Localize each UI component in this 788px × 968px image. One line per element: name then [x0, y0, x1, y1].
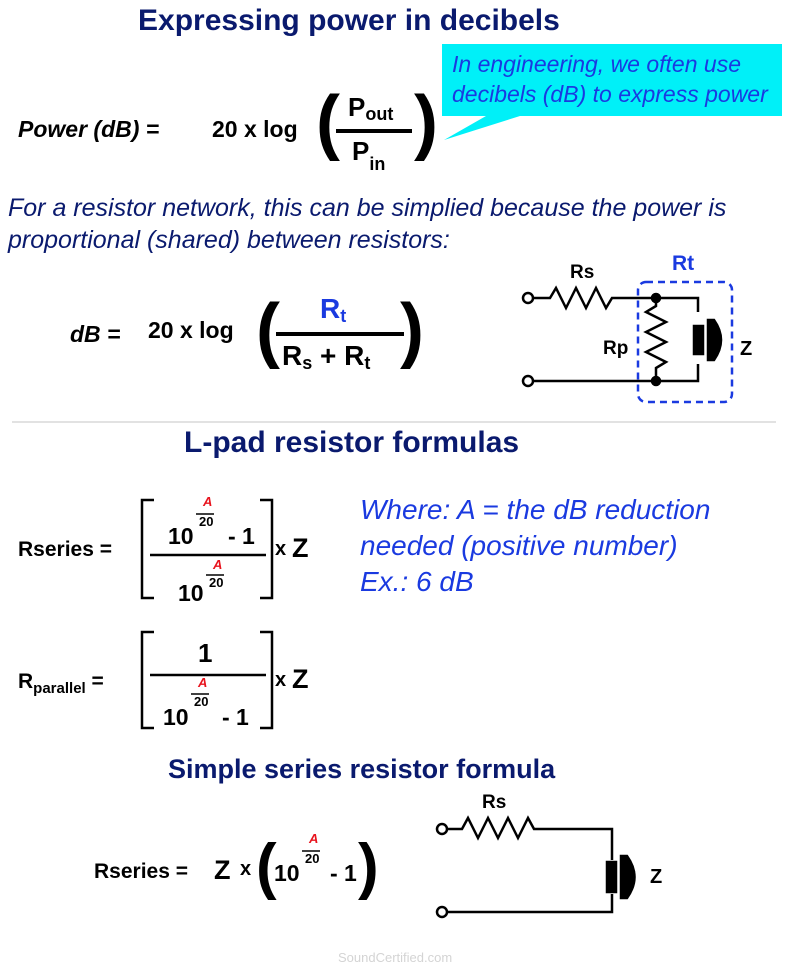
lpad-heading: L-pad resistor formulas — [184, 426, 520, 459]
rseries-lhs: Rseries = — [18, 538, 112, 561]
circuit2-bottom-wire — [447, 894, 614, 914]
callout-bubble: In engineering, we often use decibels (d… — [442, 44, 782, 116]
circuit1-terminal-top — [521, 291, 535, 305]
rparallel-eq: = — [91, 670, 104, 693]
circuit1-terminal-bottom — [521, 374, 535, 388]
simple-minus-one: - 1 — [330, 860, 357, 886]
rparallel-lhs: Rparallel = — [18, 670, 104, 697]
formula1-left-paren: ( — [316, 82, 340, 162]
formula1-num-sub: out — [365, 104, 394, 124]
circuit1-speaker-box — [692, 324, 705, 356]
formula1-coef: 20 x log — [212, 116, 298, 142]
simple-times: x — [240, 858, 252, 880]
formula2-numerator: Rt — [320, 293, 346, 327]
simple-ten: 10 — [274, 860, 300, 886]
simple-exp-num: A — [309, 831, 319, 846]
circuit1-rp-label: Rp — [603, 338, 629, 359]
circuit1-rp-resistor — [643, 298, 669, 381]
circuit2-speaker-box — [605, 860, 618, 894]
simple-z: Z — [214, 855, 231, 885]
formula1-num-base: P — [348, 92, 366, 122]
simple-exp-den: 20 — [305, 851, 320, 866]
formula1-numerator: Pout — [348, 92, 393, 125]
rparallel-exp-num: A — [198, 675, 208, 690]
simple-heading: Simple series resistor formula — [168, 754, 556, 784]
circuit2-terminal-top — [435, 822, 449, 836]
circuit2-top-wire — [447, 815, 614, 860]
rseries-ten-num: 10 — [168, 523, 194, 549]
rparallel-lhs-sub: parallel — [33, 680, 86, 697]
simple-lhs: Rseries = — [94, 860, 188, 883]
where-line2: needed (positive number) — [360, 530, 678, 561]
circuit2-rs-label: Rs — [482, 792, 507, 813]
rseries-exp-num-top: A — [203, 494, 213, 509]
rparallel-times: x — [275, 669, 287, 691]
rparallel-z: Z — [292, 664, 309, 694]
watermark: SoundCertified.com — [338, 950, 453, 965]
rparallel-minus-one: - 1 — [222, 704, 249, 730]
circuit1-bottom-wire — [533, 364, 700, 383]
page-title: Expressing power in decibels — [138, 4, 560, 37]
formula2-den-a: R — [282, 340, 303, 371]
formula2-denominator: Rs + Rt — [282, 340, 370, 374]
formula2-plus: + — [320, 340, 337, 371]
formula2-left-paren: ( — [256, 290, 280, 370]
formula2-den-b: R — [344, 340, 365, 371]
formula2-num-sub: t — [340, 306, 347, 326]
circuit2 — [435, 815, 636, 919]
note-paragraph: For a resistor network, this can be simp… — [8, 194, 727, 254]
rseries-brackets — [140, 498, 274, 600]
simple-left-paren: ( — [256, 832, 277, 901]
circuit1-node-bottom — [650, 375, 662, 387]
formula2-coef: 20 x log — [148, 317, 234, 343]
circuit1-speaker-cone — [706, 318, 723, 362]
callout-text: In engineering, we often use decibels (d… — [452, 51, 768, 107]
formula2-den-b-sub: t — [364, 353, 371, 373]
circuit1 — [521, 280, 734, 404]
rparallel-lhs-base: R — [18, 670, 34, 693]
where-line1: Where: A = the dB reduction — [360, 494, 711, 525]
rseries-exp-den-bottom: 20 — [209, 575, 224, 590]
circuit2-z-label: Z — [650, 866, 663, 888]
where-line3: Ex.: 6 dB — [360, 566, 474, 597]
formula1-den-base: P — [352, 136, 370, 166]
formula1-lhs: Power (dB) = — [18, 116, 160, 142]
circuit2-terminal-bottom — [435, 905, 449, 919]
formula2-den-a-sub: s — [302, 353, 313, 373]
circuit1-top-wire — [533, 285, 700, 312]
simple-right-paren: ) — [358, 832, 379, 901]
rseries-exp-num-bottom: A — [213, 557, 223, 572]
rseries-z: Z — [292, 533, 309, 563]
rparallel-brackets — [140, 630, 274, 730]
rparallel-one: 1 — [198, 638, 213, 668]
circuit1-rs-label: Rs — [570, 262, 595, 283]
formula2-right-paren: ) — [400, 290, 424, 370]
circuit2-speaker-cone — [619, 854, 636, 900]
formula2-num-base: R — [320, 293, 341, 324]
circuit1-node-top — [650, 292, 662, 304]
circuit1-z-label: Z — [740, 338, 753, 360]
formula1-den-sub: in — [369, 154, 386, 174]
rseries-exp-den-top: 20 — [199, 514, 214, 529]
rparallel-exp-den: 20 — [194, 694, 209, 709]
rseries-ten-den: 10 — [178, 580, 204, 606]
formula1-right-paren: ) — [414, 82, 438, 162]
rseries-times: x — [275, 538, 287, 560]
circuit1-rt-box — [636, 280, 734, 404]
formula2-lhs: dB = — [70, 321, 121, 347]
rseries-minus-one: - 1 — [228, 523, 255, 549]
circuit1-rt-label: Rt — [672, 252, 695, 275]
formula1-denominator: Pin — [352, 136, 385, 175]
rparallel-ten: 10 — [163, 704, 189, 730]
